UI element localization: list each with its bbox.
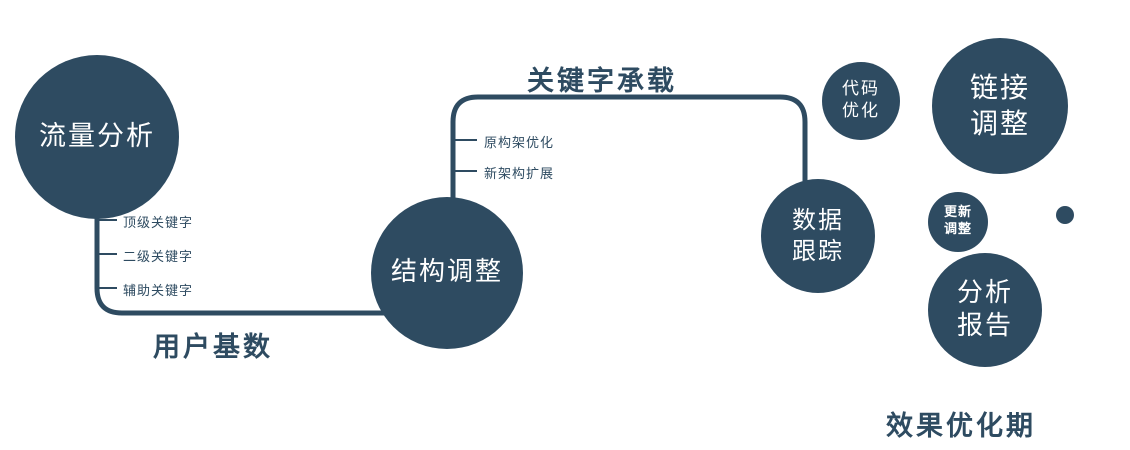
node-update-adjustment: 更新 调整 xyxy=(928,192,988,252)
node-analysis-report-line1: 分析 xyxy=(956,277,1013,308)
node-update-adjustment-line2: 调整 xyxy=(943,222,972,237)
connector-structure-to-tracking xyxy=(450,94,808,218)
edge-label-user-base: 用户基数 xyxy=(153,332,273,363)
node-link-adjustment-line2: 调整 xyxy=(969,107,1030,140)
node-code-optimization-label: 代码 优化 xyxy=(842,79,880,123)
branch-label-new-framework-expansion: 新架构扩展 xyxy=(484,167,555,182)
branch-label-top-keyword: 顶级关键字 xyxy=(123,216,194,231)
node-data-tracking-line2: 跟踪 xyxy=(792,237,844,265)
node-data-tracking-line1: 数据 xyxy=(792,206,844,235)
node-analysis-report: 分析 报告 xyxy=(928,253,1042,367)
node-update-adjustment-label: 更新 调整 xyxy=(944,205,972,238)
node-data-tracking: 数据 跟踪 xyxy=(761,179,875,293)
branch-label-auxiliary-keyword: 辅助关键字 xyxy=(123,284,194,299)
node-analysis-report-label: 分析 报告 xyxy=(957,277,1013,344)
node-structure-adjustment-label: 结构调整 xyxy=(390,257,503,288)
node-data-tracking-label: 数据 跟踪 xyxy=(792,205,844,266)
node-traffic-analysis-label: 流量分析 xyxy=(39,120,155,152)
node-link-adjustment-label: 链接 调整 xyxy=(970,70,1030,142)
edge-label-effect-optimization-period: 效果优化期 xyxy=(886,411,1036,442)
node-code-optimization-line1: 代码 xyxy=(842,79,880,100)
node-structure-adjustment: 结构调整 xyxy=(371,197,523,349)
node-link-adjustment: 链接 调整 xyxy=(932,38,1068,174)
node-analysis-report-line2: 报告 xyxy=(956,311,1013,341)
node-traffic-analysis: 流量分析 xyxy=(15,55,179,219)
node-code-optimization-line2: 优化 xyxy=(842,101,880,121)
node-small-dot xyxy=(1056,206,1074,224)
branch-label-secondary-keyword: 二级关键字 xyxy=(123,250,194,265)
edge-label-keyword-bearing: 关键字承载 xyxy=(527,66,677,97)
node-code-optimization: 代码 优化 xyxy=(822,62,900,140)
node-link-adjustment-line1: 链接 xyxy=(969,71,1030,105)
branch-label-original-framework-optimization: 原构架优化 xyxy=(484,136,555,151)
node-update-adjustment-line1: 更新 xyxy=(943,205,972,221)
